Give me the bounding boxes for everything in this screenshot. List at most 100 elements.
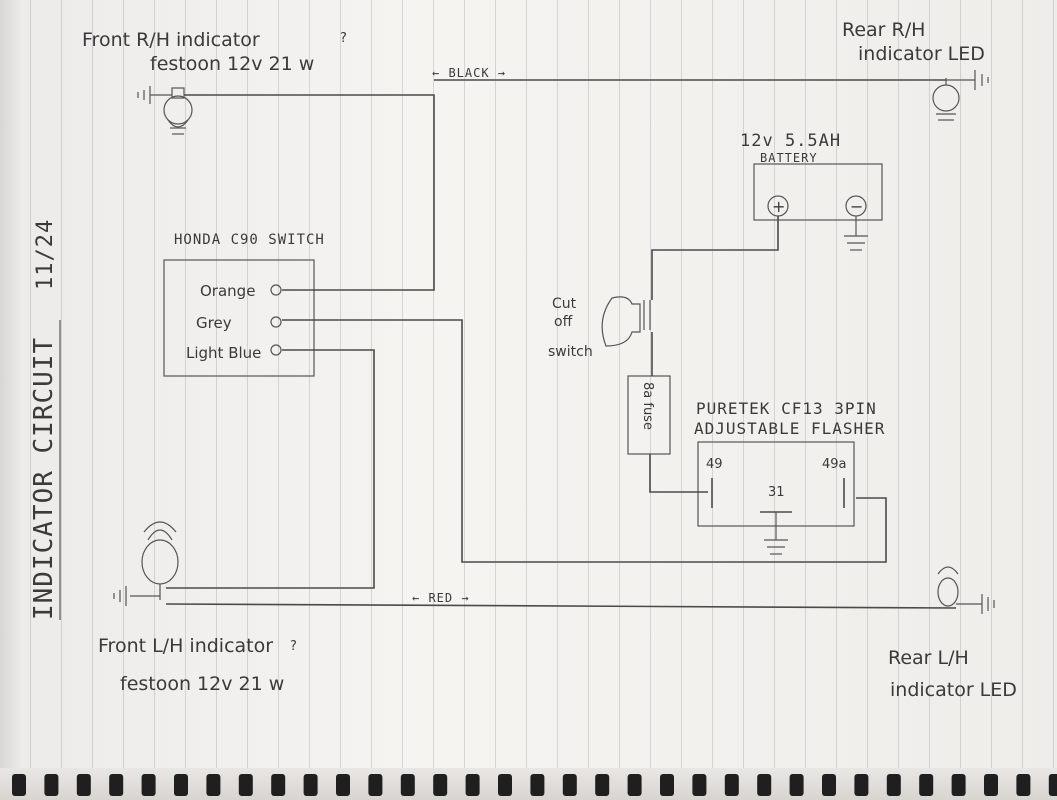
- binding-ring: [174, 774, 188, 796]
- front-rh-label-2: festoon 12v 21 w: [150, 53, 314, 75]
- switch-lightblue-label: Light Blue: [186, 344, 261, 362]
- switch-lightblue-terminal: [270, 344, 282, 356]
- ground-icon: [956, 594, 995, 614]
- wire-black-orange: [184, 94, 435, 291]
- fuse-label: 8a fuse: [640, 382, 655, 430]
- fuse: 8a fuse: [627, 375, 671, 455]
- cutoff-switch: Cut off switch: [548, 296, 651, 360]
- rear-lh-label-1: Rear L/H: [888, 647, 969, 669]
- red-wire-label: ← RED →: [412, 591, 470, 605]
- binding-ring: [692, 774, 707, 796]
- binding-ring: [757, 774, 772, 796]
- flasher-relay: PURETEK CF13 3PIN ADJUSTABLE FLASHER 49 …: [694, 399, 885, 555]
- binding-ring: [433, 774, 448, 796]
- ground-icon: [844, 216, 868, 251]
- binding-ring: [238, 774, 253, 796]
- binding-ring: [530, 774, 545, 796]
- cutoff-label-2: off: [554, 314, 573, 330]
- fuse-box: [627, 375, 671, 455]
- rear-rh-label-2: indicator LED: [858, 43, 985, 65]
- bulb-icon: [163, 87, 193, 135]
- wire-red-rear-lh: [165, 603, 957, 609]
- rear-rh-indicator: Rear R/H indicator LED: [842, 19, 989, 121]
- binding-ring: [368, 774, 383, 796]
- ground-icon: [113, 586, 160, 606]
- diagram-date: 11/24: [33, 219, 58, 290]
- binding-ring: [109, 774, 124, 796]
- binding-ring: [76, 774, 91, 796]
- pin-49a-label: 49a: [822, 457, 847, 472]
- binding-ring: [1048, 774, 1057, 796]
- binding-ring: [595, 774, 610, 796]
- binding-ring: [886, 774, 901, 796]
- binding-ring: [400, 774, 415, 796]
- front-lh-question: ?: [290, 639, 297, 654]
- rear-lh-label-2: indicator LED: [890, 679, 1017, 701]
- switch-box: [163, 259, 315, 377]
- binding-ring: [951, 774, 966, 796]
- ground-icon: [137, 86, 172, 104]
- front-lh-indicator: Front L/H indicator festoon 12v 21 w ?: [98, 521, 297, 695]
- flasher-label-1: PURETEK CF13 3PIN: [696, 399, 877, 418]
- binding-ring: [465, 774, 480, 796]
- switch-orange-label: Orange: [200, 282, 255, 300]
- pin-49-label: 49: [706, 457, 723, 472]
- wire-battery-cutoff: [651, 216, 779, 300]
- binding-ring: [44, 774, 59, 796]
- binding-ring: [854, 774, 869, 796]
- binding-ring: [724, 774, 739, 796]
- bulb-icon: [141, 521, 179, 600]
- battery-label-2: BATTERY: [760, 151, 818, 165]
- binding-ring: [984, 774, 998, 796]
- diagram-title-group: INDICATOR CIRCUIT 11/24: [29, 219, 61, 620]
- black-wire-label: ← BLACK →: [432, 66, 506, 80]
- wires: [165, 79, 957, 609]
- front-rh-question: ?: [340, 31, 347, 46]
- binding-ring: [822, 774, 836, 796]
- binding-ring: [789, 774, 804, 796]
- pin-31-label: 31: [768, 485, 785, 500]
- honda-switch: HONDA C90 SWITCH Orange Grey Light Blue: [163, 232, 325, 377]
- battery-box: [753, 163, 883, 221]
- ground-icon: [946, 70, 989, 90]
- flasher-label-2: ADJUSTABLE FLASHER: [694, 419, 885, 438]
- diagram-title: INDICATOR CIRCUIT: [29, 337, 59, 620]
- binding-ring: [12, 774, 26, 796]
- binding-ring: [336, 774, 350, 796]
- wire-lightblue-front-lh: [166, 349, 375, 589]
- switch-grey-terminal: [270, 316, 282, 328]
- binding-ring: [1016, 774, 1031, 796]
- rear-lh-indicator: Rear L/H indicator LED: [888, 566, 1017, 701]
- binding-ring: [660, 774, 674, 796]
- page-edge-shadow: [0, 0, 22, 800]
- switch-title: HONDA C90 SWITCH: [174, 232, 325, 248]
- binding-ring: [141, 774, 156, 796]
- binding-ring: [303, 774, 318, 796]
- battery-label-1: 12v 5.5AH: [740, 131, 841, 151]
- binding-ring: [206, 774, 221, 796]
- switch-body-icon: [601, 296, 641, 347]
- switch-grey-label: Grey: [196, 314, 232, 332]
- wire-fuse-flasher: [649, 454, 708, 493]
- battery-minus-sign: −: [850, 197, 863, 216]
- cutoff-label-1: Cut: [552, 296, 577, 312]
- spiral-binding: [0, 768, 1057, 800]
- binding-ring: [498, 774, 512, 796]
- ground-icon: [764, 512, 788, 555]
- battery-plus-sign: +: [772, 197, 785, 216]
- binding-ring: [271, 774, 286, 796]
- switch-orange-terminal: [270, 284, 282, 296]
- battery: 12v 5.5AH BATTERY + −: [740, 131, 883, 251]
- binding-ring: [562, 774, 577, 796]
- binding-ring: [919, 774, 934, 796]
- front-rh-label-1: Front R/H indicator: [82, 29, 260, 51]
- bulb-icon: [932, 78, 960, 121]
- front-lh-label-2: festoon 12v 21 w: [120, 673, 284, 695]
- front-lh-label-1: Front L/H indicator: [98, 635, 273, 657]
- wire-grey-flasher: [282, 319, 887, 563]
- binding-ring: [627, 774, 642, 796]
- rear-rh-label-1: Rear R/H: [842, 19, 925, 41]
- bulb-icon: [937, 566, 959, 607]
